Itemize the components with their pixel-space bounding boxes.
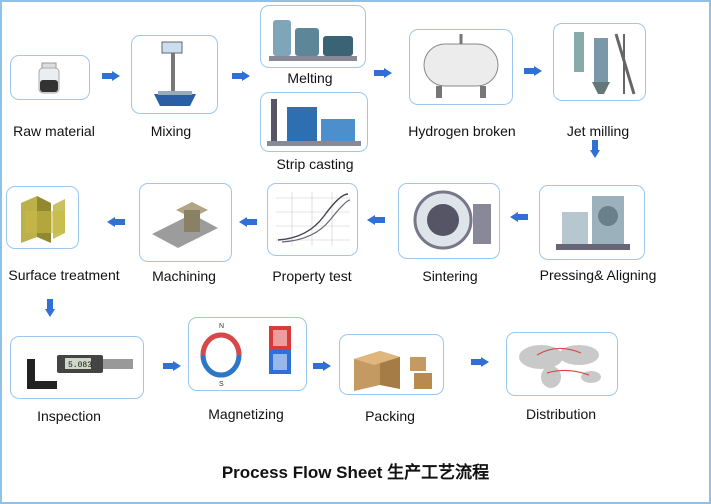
arrow-left-icon [510,212,528,222]
step-label-melting: Melting [287,70,333,86]
step-label-jet-milling: Jet milling [566,123,630,139]
arrow-left-icon [239,217,257,227]
magnetizing-image: N S [188,317,307,391]
step-label-hydrogen-broken: Hydrogen broken [408,123,516,139]
step-label-magnetizing: Magnetizing [208,406,284,422]
machining-image [139,183,232,262]
step-label-mixing: Mixing [150,123,192,139]
sintering-image [398,183,500,259]
pressing-aligning-image [539,185,645,260]
arrow-right-icon [471,357,489,367]
step-label-packing: Packing [365,408,415,424]
melting-image [260,5,366,68]
diagram-title: Process Flow Sheet 生产工艺流程 [221,463,490,482]
inspection-image: 5.083 [10,336,144,399]
arrow-left-icon [367,215,385,225]
north-pole-label: N [219,323,224,330]
property-test-image [267,183,358,256]
step-label-surface-treatment: Surface treatment [8,267,120,283]
step-label-inspection: Inspection [37,408,101,424]
jet-milling-image [553,23,646,101]
micrometer-readout: 5.083 [68,361,92,370]
raw-material-image [10,55,90,100]
step-label-distribution: Distribution [525,406,597,422]
step-label-raw-material: Raw material [13,123,95,139]
arrow-right-icon [102,71,120,81]
hydrogen-broken-image [409,29,513,105]
packing-image [339,334,444,395]
mixing-image [131,35,218,114]
step-label-sintering: Sintering [422,268,478,284]
arrow-right-icon [232,71,250,81]
arrow-right-icon [163,361,181,371]
step-label-strip-casting: Strip casting [276,156,354,172]
strip-casting-image [260,92,368,152]
step-label-property-test: Property test [272,268,352,284]
arrow-left-icon [107,217,125,227]
surface-treatment-image [6,186,79,249]
step-label-pressing-aligning: Pressing& Aligning [539,267,657,283]
arrow-right-icon [524,66,542,76]
south-pole-label: S [219,381,224,388]
arrow-down-icon [590,140,600,158]
arrow-right-icon [313,361,331,371]
arrow-down-icon [45,299,55,317]
arrow-right-icon [374,68,392,78]
step-label-machining: Machining [152,268,216,284]
distribution-image [506,332,618,396]
